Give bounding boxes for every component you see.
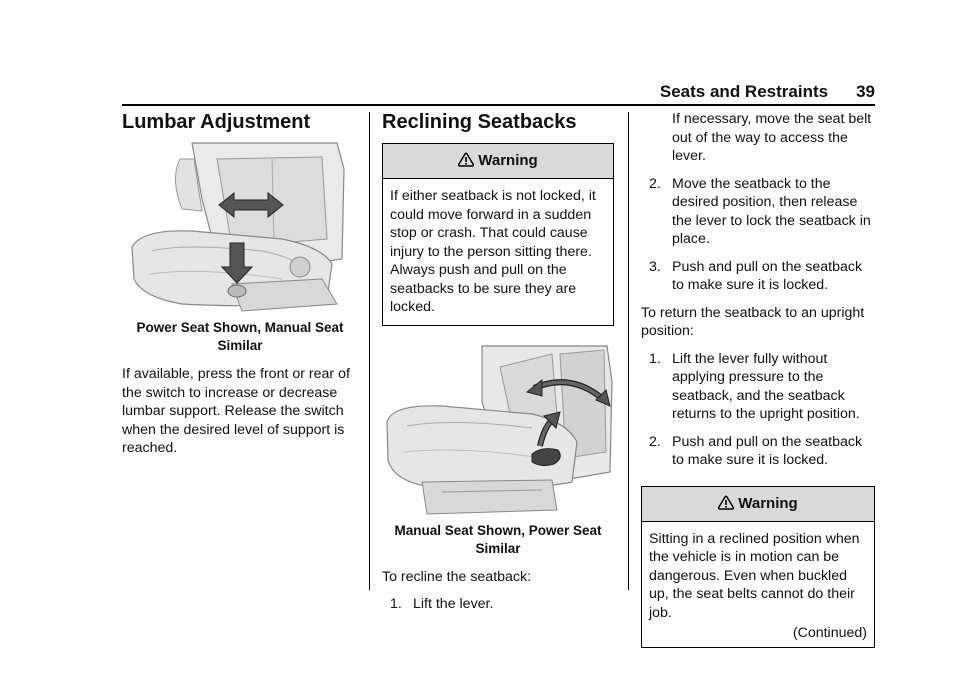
page-header: Seats and Restraints 39 xyxy=(122,82,875,104)
recline-intro: To recline the seatback: xyxy=(382,568,532,585)
reclining-caption: Manual Seat Shown, Power Seat Similar xyxy=(394,522,602,556)
warning-header: Warning xyxy=(383,144,613,179)
lumbar-caption: Power Seat Shown, Manual Seat Similar xyxy=(136,320,344,353)
list-item: 1. Lift the lever fully without applying… xyxy=(641,350,875,424)
lumbar-heading: Lumbar Adjustment xyxy=(122,111,311,133)
column-divider-right xyxy=(628,112,629,590)
column-divider-left xyxy=(369,112,370,590)
lumbar-body: If available, press the front or rear of… xyxy=(122,366,350,456)
column-reclining: Reclining Seatbacks Warning If either se… xyxy=(382,110,614,623)
column-continued: If necessary, move the seat belt out of … xyxy=(641,110,875,648)
warning-header: Warning xyxy=(642,486,874,522)
warning-box-reclined: Warning Sitting in a reclined position w… xyxy=(641,485,875,648)
column-lumbar: Lumbar Adjustment Power Seat Shown, Manu… xyxy=(122,110,358,458)
warning-title: Warning xyxy=(478,152,538,169)
page-number: 39 xyxy=(856,82,875,101)
warning-text: If either seatback is not locked, it cou… xyxy=(390,188,596,315)
list-item: 2. Push and pull on the seatback to make… xyxy=(641,433,875,470)
continued-label: (Continued) xyxy=(792,625,867,641)
step-number: 1. xyxy=(649,350,661,367)
recline-steps-continued: 2. Move the seatback to the desired posi… xyxy=(641,175,875,295)
step-number: 3. xyxy=(649,258,661,275)
warning-text: Sitting in a reclined position when the … xyxy=(649,530,860,621)
upright-steps: 1. Lift the lever fully without applying… xyxy=(641,350,875,470)
warning-box-seatback: Warning If either seatback is not locked… xyxy=(382,143,614,326)
warning-icon xyxy=(458,152,475,167)
list-item: 2. Move the seatback to the desired posi… xyxy=(641,175,875,249)
warning-title: Warning xyxy=(738,494,798,512)
step-text: Push and pull on the seatback to make su… xyxy=(672,258,863,294)
header-rule xyxy=(122,104,875,106)
lumbar-seat-illustration xyxy=(122,139,358,315)
step-text: Move the seatback to the desired positio… xyxy=(672,175,871,248)
warning-body: Sitting in a reclined position when the … xyxy=(642,522,874,647)
list-item: 3. Push and pull on the seatback to make… xyxy=(641,258,875,295)
step-text: Lift the lever. xyxy=(413,596,494,612)
recline-steps: 1. Lift the lever. xyxy=(382,595,614,614)
reclining-heading: Reclining Seatbacks xyxy=(382,111,577,133)
step-number: 1. xyxy=(390,596,402,612)
step-number: 2. xyxy=(649,175,661,192)
reclining-seat-illustration xyxy=(382,341,614,518)
step-number: 2. xyxy=(649,433,661,450)
step1-continuation: If necessary, move the seat belt out of … xyxy=(672,111,872,164)
warning-icon xyxy=(718,495,735,510)
step-text: Push and pull on the seatback to make su… xyxy=(672,433,863,469)
step-text: Lift the lever fully without applying pr… xyxy=(672,350,860,423)
section-title: Seats and Restraints xyxy=(659,82,829,101)
upright-intro: To return the seatback to an upright pos… xyxy=(641,304,865,340)
list-item: 1. Lift the lever. xyxy=(382,595,614,614)
